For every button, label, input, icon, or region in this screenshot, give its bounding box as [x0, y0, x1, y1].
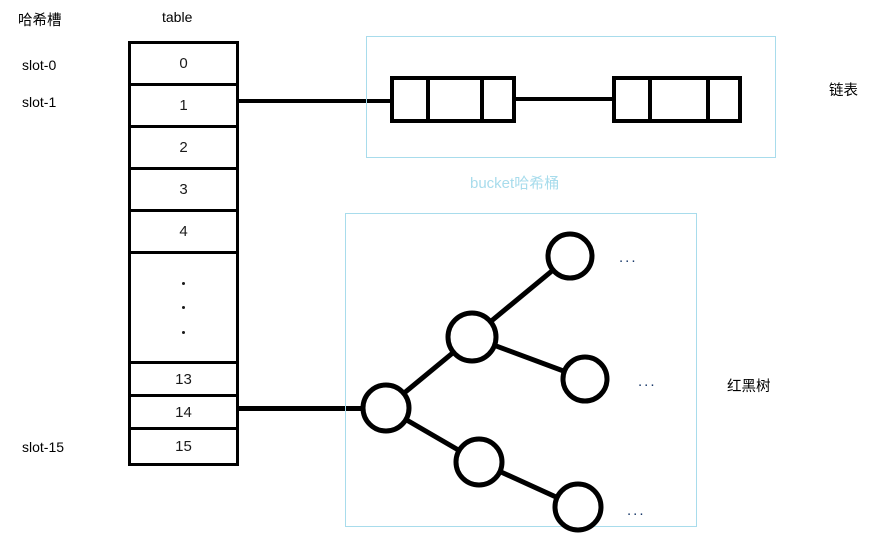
table-cell-value: 2 — [179, 139, 188, 156]
table-row[interactable]: 15 — [131, 430, 236, 463]
list-node-cell — [430, 80, 485, 119]
hash-slot-label: 哈希槽 — [18, 13, 62, 29]
list-node-cell — [484, 80, 512, 119]
table-row[interactable]: 2 — [131, 128, 236, 170]
slot-0-label: slot-0 — [22, 57, 57, 73]
ellipsis-dot-icon — [182, 306, 185, 309]
tree-ellipsis-middle: ... — [638, 373, 657, 390]
list-node-cell — [616, 80, 652, 119]
table-row[interactable]: 14 — [131, 397, 236, 430]
table-cell-value: 15 — [175, 438, 192, 455]
table-row-ellipsis — [131, 254, 236, 364]
hash-table-column: 0 1 2 3 4 13 14 15 — [128, 41, 239, 466]
table-cell-value: 13 — [175, 370, 192, 388]
list-node-cell — [652, 80, 710, 119]
tree-ellipsis-top: ... — [619, 249, 638, 266]
connector-slot14-to-tree — [237, 406, 368, 411]
table-row[interactable]: 3 — [131, 170, 236, 212]
ellipsis-dot-icon — [182, 330, 185, 334]
slot-1-label: slot-1 — [22, 94, 57, 110]
slot-15-label: slot-15 — [22, 439, 65, 455]
linked-list-label: 链表 — [829, 83, 858, 99]
red-black-tree-label: 红黑树 — [727, 379, 771, 395]
list-node-cell — [710, 80, 738, 119]
table-row[interactable]: 1 — [131, 86, 236, 128]
table-cell-value: 14 — [175, 403, 192, 421]
connector-slot1-to-bucket — [237, 99, 392, 103]
table-cell-value: 4 — [179, 223, 188, 240]
list-node[interactable] — [612, 76, 742, 123]
table-cell-value: 1 — [179, 97, 188, 114]
list-node[interactable] — [390, 76, 516, 123]
tree-region-box — [345, 213, 697, 527]
table-row[interactable]: 0 — [131, 44, 236, 86]
bucket-region-box — [366, 36, 776, 158]
table-row[interactable]: 4 — [131, 212, 236, 254]
ellipsis-dot-icon — [182, 281, 185, 285]
table-title-label: table — [162, 9, 193, 25]
table-row[interactable]: 13 — [131, 364, 236, 397]
table-cell-value: 0 — [179, 55, 188, 72]
connector-list-node1-to-node2 — [514, 97, 614, 101]
bucket-caption-label: bucket哈希桶 — [470, 175, 560, 192]
tree-ellipsis-bottom: ... — [627, 502, 646, 519]
list-node-cell — [394, 80, 430, 119]
table-cell-value: 3 — [179, 181, 188, 198]
